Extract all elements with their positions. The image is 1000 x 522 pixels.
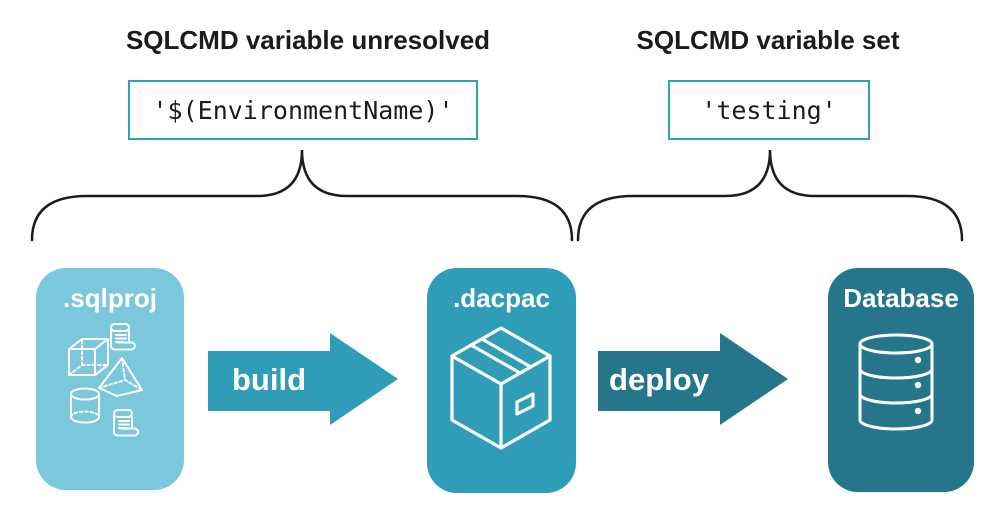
deploy-arrow — [598, 333, 788, 425]
brace-left — [30, 149, 574, 242]
heading-sqlcmd-set: SQLCMD variable set — [636, 25, 900, 55]
node-database-label: Database — [843, 283, 959, 313]
build-arrow-label: build — [231, 362, 307, 397]
database-icon — [858, 333, 934, 431]
code-text-testing: 'testing' — [701, 95, 837, 125]
scroll-icon — [113, 409, 139, 437]
code-box-environment-name: '$(EnvironmentName)' — [128, 80, 478, 140]
code-box-testing: 'testing' — [668, 80, 870, 140]
pyramid-icon — [98, 357, 143, 397]
deploy-arrow-shape — [598, 333, 788, 425]
node-sqlproj: .sqlproj — [36, 268, 184, 490]
build-arrow-shape — [208, 333, 398, 425]
heading-sqlcmd-unresolved: SQLCMD variable unresolved — [125, 25, 491, 55]
cube-icon — [68, 338, 109, 376]
node-dacpac: .dacpac — [427, 268, 576, 493]
package-icon — [450, 326, 552, 450]
scroll-icon — [110, 323, 136, 351]
node-database: Database — [828, 268, 974, 492]
deploy-arrow-label: deploy — [609, 362, 709, 397]
node-dacpac-label: .dacpac — [453, 283, 550, 313]
sql-objects-icons — [68, 323, 143, 437]
code-text-environment-name: '$(EnvironmentName)' — [152, 95, 454, 125]
cylinder-icon — [70, 387, 100, 424]
build-arrow — [208, 333, 398, 425]
node-sqlproj-label: .sqlproj — [63, 283, 157, 313]
brace-right — [576, 149, 964, 242]
